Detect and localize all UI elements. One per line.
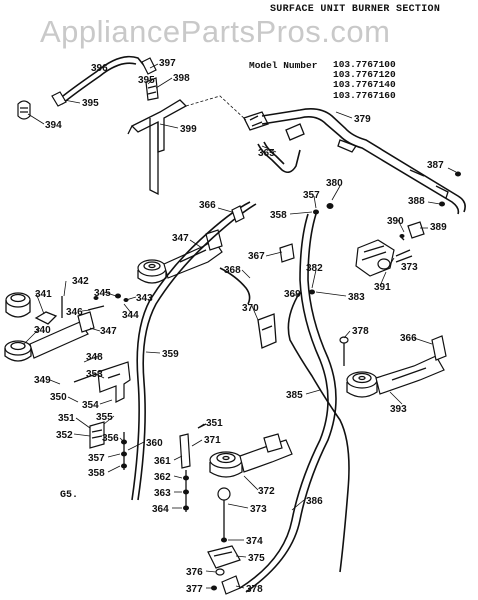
part-label-393: 393: [390, 404, 407, 415]
part-label-373: 373: [401, 262, 418, 273]
part-number-labels: 396 397 395 398 395 394 399 379 365 387 …: [34, 58, 447, 595]
part-label-347: 347: [172, 233, 189, 244]
part-label-362: 362: [154, 472, 171, 483]
part-label-342: 342: [72, 276, 89, 287]
part-label-351: 351: [206, 418, 223, 429]
part-label-370: 370: [242, 303, 259, 314]
model-number: 103.7767140: [333, 79, 396, 91]
part-label-357: 357: [88, 453, 105, 464]
center-hardware-stack: [179, 423, 207, 512]
gas-valve-assembly: [309, 171, 461, 295]
pilot-tube-upper: [17, 55, 159, 120]
part-label-379: 379: [354, 114, 371, 125]
part-label-368: 368: [224, 265, 241, 276]
part-label-364: 364: [152, 504, 169, 515]
part-label-350: 350: [50, 392, 67, 403]
part-label-394: 394: [45, 120, 62, 131]
part-label-366: 366: [400, 333, 417, 344]
part-label-395: 395: [82, 98, 99, 109]
orifice-fitting: [243, 111, 305, 174]
leader-lines: [23, 63, 457, 589]
part-label-395: 395: [138, 75, 155, 86]
part-label-357: 357: [303, 190, 320, 201]
model-number: 103.7767100: [333, 59, 396, 70]
part-label-345: 345: [94, 288, 111, 299]
part-label-371: 371: [204, 435, 221, 446]
part-label-391: 391: [374, 282, 391, 293]
part-label-399: 399: [180, 124, 197, 135]
burner-head-left: [4, 292, 95, 362]
part-label-351: 351: [58, 413, 75, 424]
part-label-373: 373: [250, 504, 267, 515]
part-label-353: 353: [86, 369, 103, 380]
part-label-369: 369: [284, 289, 301, 300]
part-label-356: 356: [102, 433, 119, 444]
part-label-366: 366: [199, 200, 216, 211]
part-label-396: 396: [91, 63, 108, 74]
burner-head-right: [339, 335, 447, 398]
figure-code: G5.: [60, 490, 79, 501]
part-label-367: 367: [248, 251, 265, 262]
manifold-pipe: [261, 108, 466, 215]
part-label-365: 365: [258, 148, 275, 159]
part-label-383: 383: [348, 292, 365, 303]
part-label-372: 372: [258, 486, 275, 497]
part-label-354: 354: [82, 400, 99, 411]
igniter-assembly: [207, 487, 241, 595]
part-label-389: 389: [430, 222, 447, 233]
section-title: SURFACE UNIT BURNER SECTION: [270, 4, 441, 15]
part-label-376: 376: [186, 567, 203, 578]
model-number-label: Model Number: [249, 60, 318, 71]
model-number-list: 103.7767100 103.7767120 103.7767140 103.…: [333, 59, 396, 101]
gas-supply-tubes: [131, 201, 350, 593]
part-label-378: 378: [246, 584, 263, 595]
part-label-359: 359: [162, 349, 179, 360]
part-label-377: 377: [186, 584, 203, 595]
part-label-378: 378: [352, 326, 369, 337]
part-label-361: 361: [154, 456, 171, 467]
part-label-382: 382: [306, 263, 323, 274]
part-label-344: 344: [122, 310, 139, 321]
part-label-358: 358: [270, 210, 287, 221]
part-label-348: 348: [86, 352, 103, 363]
part-label-347: 347: [100, 326, 117, 337]
part-label-380: 380: [326, 178, 343, 189]
fasteners-upper: [87, 203, 334, 311]
part-label-388: 388: [408, 196, 425, 207]
part-label-355: 355: [96, 412, 113, 423]
part-label-343: 343: [136, 293, 153, 304]
part-label-386: 386: [306, 496, 323, 507]
part-label-390: 390: [387, 216, 404, 227]
mounting-bracket: [127, 95, 247, 196]
part-label-349: 349: [34, 375, 51, 386]
burner-head-lower: [209, 433, 293, 478]
part-label-346: 346: [66, 307, 83, 318]
part-label-375: 375: [248, 553, 265, 564]
model-number: 103.7767160: [333, 89, 396, 101]
part-label-352: 352: [56, 430, 73, 441]
model-number: 103.7767120: [333, 69, 396, 81]
part-label-341: 341: [35, 289, 52, 300]
part-label-358: 358: [88, 468, 105, 479]
part-label-374: 374: [246, 536, 263, 547]
part-label-385: 385: [286, 390, 303, 401]
part-label-398: 398: [173, 73, 190, 84]
part-label-397: 397: [159, 58, 176, 69]
part-label-387: 387: [427, 160, 444, 171]
part-label-363: 363: [154, 488, 171, 499]
part-label-340: 340: [34, 325, 51, 336]
part-label-360: 360: [146, 438, 163, 449]
